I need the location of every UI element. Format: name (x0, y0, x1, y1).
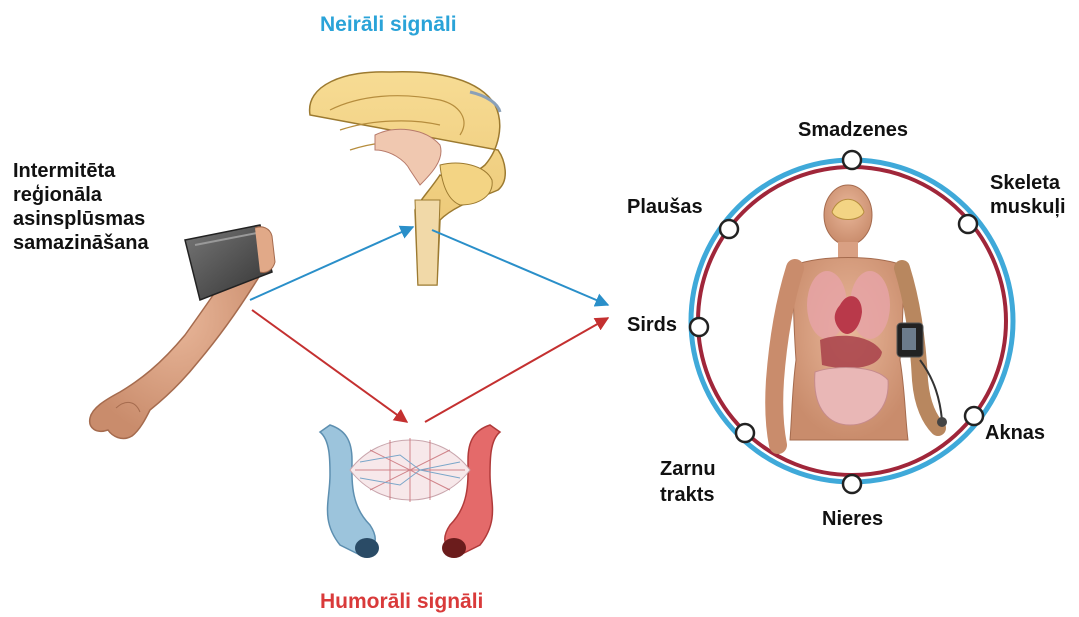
left-caption-line: reģionāla (13, 183, 149, 207)
brain-illustration (310, 72, 506, 285)
arm-with-cuff-illustration (90, 225, 275, 438)
node-sirds (690, 318, 708, 336)
label-aknas: Aknas (985, 422, 1045, 445)
node-nieres (843, 475, 861, 493)
node-plausas (720, 220, 738, 238)
arrow-cuff-to-vessels (252, 310, 407, 422)
node-smadzenes (843, 151, 861, 169)
label-smadzenes: Smadzenes (798, 119, 908, 142)
label-nieres: Nieres (822, 508, 883, 531)
vessels-illustration (320, 425, 500, 558)
left-caption-line: asinsplūsmas (13, 207, 149, 231)
left-caption-line: Intermitēta (13, 159, 149, 183)
label-zarnu-line1: Zarnu (660, 458, 716, 481)
label-plausas: Plaušas (627, 196, 703, 219)
label-skeleta-line1: Skeleta (990, 172, 1060, 195)
label-zarnu-line2: trakts (660, 484, 714, 507)
node-zarnu (736, 424, 754, 442)
humoral-signals-title: Humorāli signāli (320, 590, 483, 614)
neural-signals-title: Neirāli signāli (320, 13, 457, 37)
node-aknas (965, 407, 983, 425)
label-sirds: Sirds (627, 314, 677, 337)
human-body-illustration (774, 185, 947, 445)
label-skeleta-line2: muskuļi (990, 196, 1066, 219)
arrow-vessels-to-body (425, 318, 608, 422)
arrow-brain-to-body (432, 230, 608, 305)
left-caption: Intermitēta reģionāla asinsplūsmas samaz… (13, 159, 149, 255)
node-skeleta (959, 215, 977, 233)
left-caption-line: samazināšana (13, 231, 149, 255)
